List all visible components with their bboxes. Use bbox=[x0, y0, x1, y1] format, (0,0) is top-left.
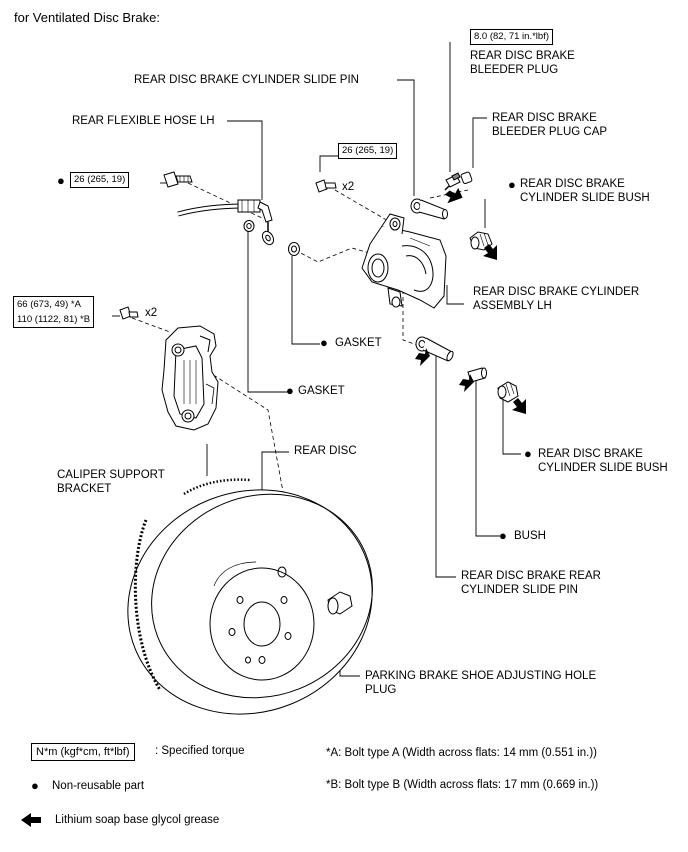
page-title: for Ventilated Disc Brake: bbox=[14, 10, 160, 25]
label-bleeder-plug: REAR DISC BRAKE BLEEDER PLUG bbox=[470, 50, 575, 76]
gasket-lower-drawing bbox=[288, 242, 300, 256]
non-reusable-bullet-icon: ● bbox=[31, 778, 39, 793]
note-bolt-type-a: *A: Bolt type A (Width across flats: 14 … bbox=[326, 747, 597, 759]
caliper-support-drawing bbox=[161, 325, 219, 431]
legend-torque-box: N*m (kgf*cm, ft*lbf) bbox=[31, 743, 135, 761]
label-bush: BUSH bbox=[514, 530, 546, 542]
torque-cylinder-bolt: 26 (265, 19) bbox=[338, 143, 398, 159]
rear-slide-pin-drawing bbox=[415, 336, 454, 362]
note-bolt-type-b: *B: Bolt type B (Width across flats: 17 … bbox=[326, 779, 599, 791]
bleeder-cap-drawing bbox=[460, 171, 473, 185]
torque-caliper-b: 110 (1122, 81) *B bbox=[17, 314, 91, 325]
cylinder-bolt-drawing bbox=[315, 179, 337, 193]
label-caliper-support: CALIPER SUPPORT BRACKET bbox=[57, 469, 165, 495]
torque-union-bolt: 26 (265, 19) bbox=[70, 172, 130, 188]
label-gasket-1: GASKET bbox=[335, 337, 382, 349]
label-rear-disc: REAR DISC bbox=[294, 445, 357, 457]
label-flexible-hose: REAR FLEXIBLE HOSE LH bbox=[72, 115, 215, 127]
bleeder-plug-drawing bbox=[444, 172, 461, 191]
torque-bleeder: 8.0 (82, 71 in.*lbf) bbox=[470, 29, 553, 45]
non-reusable-bullet-icon: ● bbox=[320, 335, 328, 350]
legend-grease-arrow-icon bbox=[21, 813, 41, 827]
union-bolt-drawing bbox=[163, 171, 193, 188]
flexible-hose-drawing bbox=[177, 199, 275, 246]
non-reusable-bullet-icon: ● bbox=[57, 173, 65, 188]
label-parking-plug: PARKING BRAKE SHOE ADJUSTING HOLE PLUG bbox=[365, 670, 597, 696]
slide-bush-bottom-drawing bbox=[497, 381, 519, 403]
label-slide-bush-top: REAR DISC BRAKE CYLINDER SLIDE BUSH bbox=[520, 178, 650, 204]
non-reusable-bullet-icon: ● bbox=[524, 446, 532, 461]
cylinder-bolt-qty: x2 bbox=[342, 181, 355, 193]
non-reusable-bullet-icon: ● bbox=[286, 383, 294, 398]
slide-bush-top-drawing bbox=[469, 231, 493, 251]
leader-lines bbox=[112, 42, 521, 677]
label-bleeder-plug-cap: REAR DISC BRAKE BLEEDER PLUG CAP bbox=[492, 112, 608, 138]
gasket-upper-drawing bbox=[243, 220, 255, 232]
parking-plug-drawing bbox=[327, 591, 353, 615]
label-cylinder-slide-pin: REAR DISC BRAKE CYLINDER SLIDE PIN bbox=[134, 74, 359, 86]
caliper-bolt-drawing bbox=[119, 306, 139, 320]
rear-disc-drawing bbox=[127, 478, 373, 715]
non-reusable-bullet-icon: ● bbox=[508, 177, 516, 192]
legend-grease: Lithium soap base glycol grease bbox=[55, 814, 220, 826]
non-reusable-bullet-icon: ● bbox=[499, 528, 507, 543]
cylinder-assembly-drawing bbox=[361, 213, 447, 309]
slide-pin-top-drawing bbox=[410, 198, 448, 220]
torque-caliper-a: 66 (673, 49) *A bbox=[17, 299, 81, 310]
label-rear-slide-pin: REAR DISC BRAKE REAR CYLINDER SLIDE PIN bbox=[461, 570, 601, 596]
caliper-bolt-qty: x2 bbox=[145, 307, 158, 319]
label-slide-bush-bottom: REAR DISC BRAKE CYLINDER SLIDE BUSH bbox=[538, 448, 668, 474]
legend-torque-text: : Specified torque bbox=[155, 745, 245, 757]
grease-arrow-icon bbox=[415, 187, 526, 414]
legend-non-reusable: Non-reusable part bbox=[52, 780, 145, 792]
label-gasket-2: GASKET bbox=[298, 385, 345, 397]
torque-caliper-bolt: 66 (673, 49) *A 110 (1122, 81) *B bbox=[13, 296, 95, 328]
label-cylinder-assembly: REAR DISC BRAKE CYLINDER ASSEMBLY LH bbox=[473, 286, 640, 312]
